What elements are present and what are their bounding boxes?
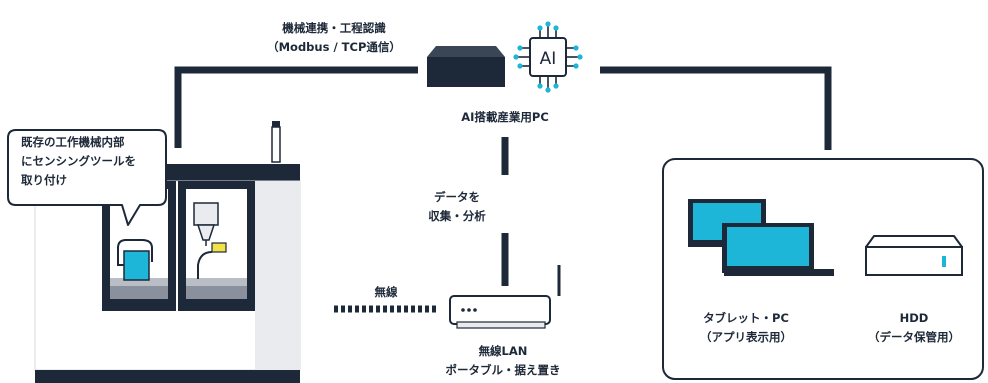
ai-chip-icon: AI (513, 21, 583, 93)
ai-chip-text: AI (540, 49, 557, 69)
hdd-line1: HDD (899, 311, 929, 325)
lan-label: 無線LAN ポータブル・据え置き (428, 342, 578, 380)
data-collect-line2: 収集・分析 (428, 209, 486, 223)
machine-tool-icon (34, 121, 301, 383)
lan-line1: 無線LAN (478, 344, 528, 358)
machine-link-label: 機械連携・工程認識 （Modbus / TCP通信） (260, 19, 408, 57)
hdd-label: HDD （データ保管用） (856, 309, 972, 347)
callout-bubble (7, 129, 167, 226)
wireless-label: 無線 (374, 285, 398, 299)
connector-machine-to-pc (174, 66, 418, 148)
tablet-line2: （アプリ表示用） (700, 330, 792, 344)
tablet-pc-label: タブレット・PC （アプリ表示用） (690, 309, 802, 347)
callout-text: 既存の工作機械内部 にセンシングツールを 取り付け (10, 133, 173, 190)
callout-line2: にセンシングツールを (21, 154, 136, 168)
wireless-router-icon (449, 265, 561, 329)
connector-pc-to-display (600, 66, 832, 150)
data-collect-line1: データを (434, 190, 480, 204)
ai-pc-label: AI搭載産業用PC (461, 110, 549, 124)
data-collect-label: データを 収集・分析 (417, 188, 497, 226)
machine-link-line2: （Modbus / TCP通信） (267, 40, 401, 54)
hdd-icon (865, 235, 963, 276)
lan-line2: ポータブル・据え置き (445, 363, 561, 377)
tablet-line1: タブレット・PC (703, 311, 789, 325)
industrial-pc-icon (427, 46, 505, 87)
callout-line3: 取り付け (21, 173, 67, 187)
hdd-line2: （データ保管用） (868, 330, 960, 344)
monitor-icon (688, 199, 834, 276)
machine-link-line1: 機械連携・工程認識 (282, 21, 386, 35)
callout-line1: 既存の工作機械内部 (21, 135, 125, 149)
